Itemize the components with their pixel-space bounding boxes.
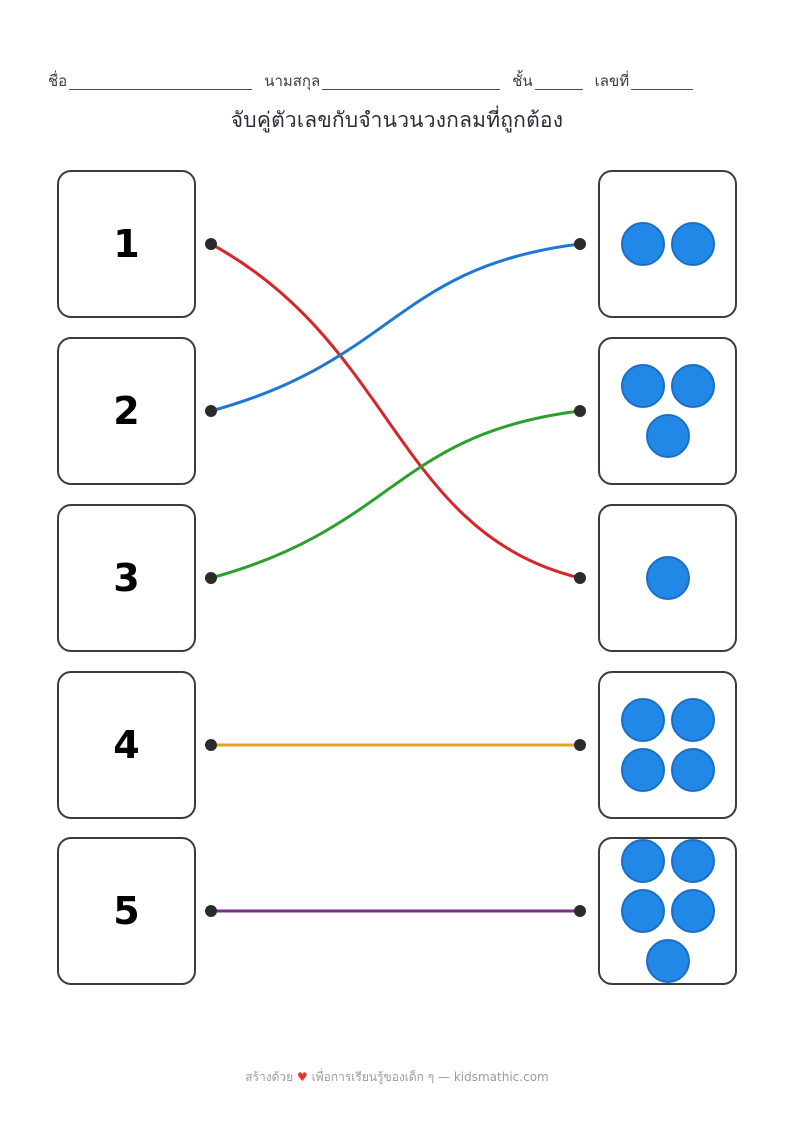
number-label: 5 xyxy=(113,889,140,933)
circle-shape xyxy=(670,698,715,742)
number-card-4[interactable]: 4 xyxy=(57,671,196,819)
page-title: จับคู่ตัวเลขกับจำนวนวงกลมที่ถูกต้อง xyxy=(230,108,564,132)
circle-card-2[interactable] xyxy=(598,170,737,318)
circle-shape xyxy=(645,556,690,600)
circle-group xyxy=(600,506,735,650)
circle-shape xyxy=(620,889,665,933)
circle-shape xyxy=(670,889,715,933)
circle-group xyxy=(600,172,735,316)
number-label: 4 xyxy=(113,723,140,767)
connector-node-left-1[interactable] xyxy=(205,238,217,250)
circle-group xyxy=(600,673,735,817)
connector-node-left-4[interactable] xyxy=(205,739,217,751)
connector-node-right-2[interactable] xyxy=(574,238,586,250)
circle-card-3[interactable] xyxy=(598,337,737,485)
circle-shape xyxy=(670,839,715,883)
circle-row xyxy=(620,222,715,266)
circle-shape xyxy=(670,748,715,792)
circle-shape xyxy=(620,698,665,742)
circle-row xyxy=(620,839,715,883)
connector-node-left-5[interactable] xyxy=(205,905,217,917)
footer-prefix: สร้างด้วย xyxy=(245,1070,294,1084)
circle-shape xyxy=(670,222,715,266)
connector-node-right-4[interactable] xyxy=(574,739,586,751)
student-info-line: ชื่อ นามสกุล ชั้น เลขที่ xyxy=(48,58,748,90)
circle-row xyxy=(645,939,690,983)
connector-node-right-5[interactable] xyxy=(574,905,586,917)
number-label: 2 xyxy=(113,389,140,433)
circle-row xyxy=(645,414,690,458)
field-rule-number[interactable] xyxy=(631,76,694,90)
circle-shape xyxy=(620,222,665,266)
footer-credit: สร้างด้วย ♥ เพื่อการเรียนรู้ของเด็ก ๆ — … xyxy=(0,1068,794,1087)
connector-node-right-1[interactable] xyxy=(574,572,586,584)
circle-row xyxy=(620,748,715,792)
circle-shape xyxy=(620,364,665,408)
circle-row xyxy=(645,556,690,600)
field-rule-class[interactable] xyxy=(534,76,583,90)
footer-suffix: เพื่อการเรียนรู้ของเด็ก ๆ — kidsmathic.c… xyxy=(311,1070,549,1084)
field-label-surname: นามสกุล xyxy=(264,72,321,90)
number-card-3[interactable]: 3 xyxy=(57,504,196,652)
heart-icon: ♥ xyxy=(297,1070,308,1084)
connector-node-right-3[interactable] xyxy=(574,405,586,417)
circle-group xyxy=(600,339,735,483)
number-card-1[interactable]: 1 xyxy=(57,170,196,318)
number-label: 3 xyxy=(113,556,140,600)
connector-node-left-2[interactable] xyxy=(205,405,217,417)
connector-node-left-3[interactable] xyxy=(205,572,217,584)
field-label-name: ชื่อ xyxy=(48,72,68,90)
number-card-5[interactable]: 5 xyxy=(57,837,196,985)
circle-shape xyxy=(670,364,715,408)
circle-card-1[interactable] xyxy=(598,504,737,652)
circle-card-5[interactable] xyxy=(598,837,737,985)
circle-shape xyxy=(645,414,690,458)
field-label-number: เลขที่ xyxy=(594,72,630,90)
circle-group xyxy=(600,839,735,983)
field-rule-name[interactable] xyxy=(69,76,253,90)
connector-line-1[interactable] xyxy=(209,242,582,580)
number-label: 1 xyxy=(113,222,140,266)
circle-card-4[interactable] xyxy=(598,671,737,819)
field-rule-surname[interactable] xyxy=(322,76,501,90)
circle-shape xyxy=(620,748,665,792)
circle-row xyxy=(620,889,715,933)
field-label-class: ชั้น xyxy=(512,72,533,90)
connector-line-2[interactable] xyxy=(209,242,582,413)
circle-shape xyxy=(645,939,690,983)
number-card-2[interactable]: 2 xyxy=(57,337,196,485)
circle-row xyxy=(620,698,715,742)
circle-row xyxy=(620,364,715,408)
connector-line-3[interactable] xyxy=(209,409,582,580)
circle-shape xyxy=(620,839,665,883)
